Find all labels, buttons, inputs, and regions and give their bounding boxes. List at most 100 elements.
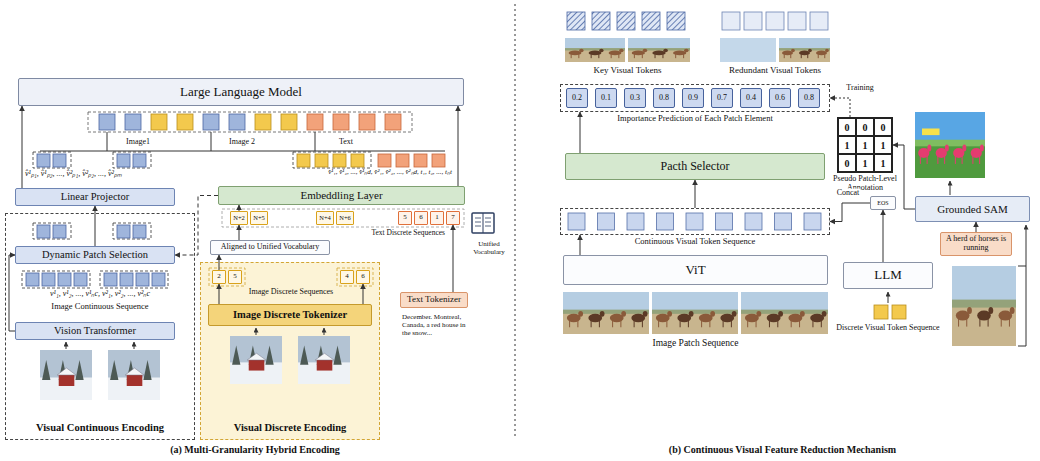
sky xyxy=(230,336,282,384)
dashed-group xyxy=(113,152,151,168)
token-box: 2 xyxy=(212,270,226,284)
house xyxy=(127,375,143,386)
prediction-region: Importance Prediction of Each Patch Elem… xyxy=(560,84,830,112)
token-square xyxy=(568,213,585,230)
node-text: Continuous Visual Token Sequence xyxy=(561,237,829,246)
horse-leg xyxy=(599,318,600,327)
token-square xyxy=(152,273,165,286)
wire xyxy=(950,181,951,195)
node-text: 4 xyxy=(345,273,349,281)
node-text: Aligned to Unified Vocabulary xyxy=(221,243,320,252)
house-photo xyxy=(40,350,92,400)
token-square xyxy=(315,154,328,167)
horse-photo xyxy=(915,112,985,178)
book-icon xyxy=(472,213,494,233)
dashed-group xyxy=(209,268,245,286)
horse-head xyxy=(808,49,812,52)
token-square xyxy=(359,114,375,130)
text-label: v̂¹₁, v̂¹₂, ..., v̂¹ₙd, v̂²₁, v̂²₂, ...,… xyxy=(262,168,452,176)
sky xyxy=(565,38,625,50)
sky xyxy=(652,292,738,313)
selector-box: Pacth Selector xyxy=(565,153,825,180)
horse-leg xyxy=(966,316,967,327)
node-text: 0.7 xyxy=(717,94,727,103)
selection-box: Dynamic Patch Selection xyxy=(15,246,175,264)
book-line xyxy=(485,226,491,227)
horse-leg xyxy=(683,53,684,58)
grid-cell: 0 xyxy=(838,118,856,136)
token-square xyxy=(53,225,66,238)
dashed-group xyxy=(33,152,71,168)
horse-head xyxy=(791,49,795,52)
annotation-grid: Pseudo Patch-Level Annotation000111011 xyxy=(837,117,893,173)
house-photo xyxy=(108,350,160,400)
wire xyxy=(134,342,135,349)
token-box: N+2 xyxy=(230,211,248,225)
token-square xyxy=(351,154,364,167)
horse-head xyxy=(822,311,827,317)
horse-leg xyxy=(988,316,989,327)
eos-box: EOS xyxy=(870,196,896,210)
sky xyxy=(40,350,92,400)
text-label: Redundant Visual Tokens xyxy=(712,65,838,75)
grid-cell: 0 xyxy=(838,154,856,172)
tree xyxy=(300,346,308,365)
tree xyxy=(75,360,83,380)
horse-leg xyxy=(1009,316,1010,327)
node-text: EOS xyxy=(877,200,888,207)
horse-leg xyxy=(979,316,980,327)
region-fill xyxy=(200,262,380,440)
node-text: 0.4 xyxy=(746,94,756,103)
horse-leg xyxy=(784,53,785,58)
grid-cell: 1 xyxy=(856,136,874,154)
connector xyxy=(976,222,977,232)
sky xyxy=(628,38,690,50)
node-text: A herd of horses is running xyxy=(941,235,1011,253)
horse-leg xyxy=(577,318,578,327)
roof xyxy=(247,353,266,360)
node-text: 0 xyxy=(863,122,868,133)
tree xyxy=(333,346,341,365)
score-cell: 0.7 xyxy=(711,88,733,108)
hills xyxy=(779,48,830,50)
horse-photo xyxy=(628,38,690,62)
token-square xyxy=(133,154,146,167)
horse-head xyxy=(967,307,972,314)
horse-leg xyxy=(769,318,770,327)
grid-cell: 1 xyxy=(838,136,856,154)
node-text: 0 xyxy=(881,122,886,133)
token-square xyxy=(432,154,445,167)
node-text: N+6 xyxy=(339,214,351,221)
horse-head xyxy=(980,144,984,151)
node-text: Text Tokenizer xyxy=(407,295,461,305)
token-square xyxy=(378,154,391,167)
ground xyxy=(563,313,649,334)
text-label: Text Discrete Sequences xyxy=(350,229,445,238)
hills xyxy=(915,140,985,147)
token-square xyxy=(117,225,130,238)
text-label: Image1 xyxy=(108,137,168,146)
wire xyxy=(1026,225,1027,266)
connector xyxy=(453,225,454,292)
sky-photo xyxy=(720,38,776,62)
horse-leg xyxy=(591,318,592,327)
node-text: 0.8 xyxy=(804,94,814,103)
horse-leg xyxy=(731,318,732,327)
horse-leg xyxy=(818,53,819,58)
horse-leg xyxy=(701,318,702,327)
token-square xyxy=(722,12,740,30)
sky xyxy=(108,350,160,400)
horse-leg xyxy=(578,53,579,58)
node-text: 0.2 xyxy=(572,94,582,103)
dashed-group xyxy=(113,223,151,239)
node-text: 0.9 xyxy=(688,94,698,103)
wire xyxy=(324,328,325,335)
node-text: 1 xyxy=(845,140,850,151)
connector xyxy=(695,180,696,208)
token-square xyxy=(627,213,644,230)
horse-leg xyxy=(821,318,822,327)
token-square xyxy=(177,114,193,130)
tokenizer-box: Text Tokenizer xyxy=(400,292,468,308)
horse-leg xyxy=(937,153,938,164)
token-square xyxy=(766,12,784,30)
